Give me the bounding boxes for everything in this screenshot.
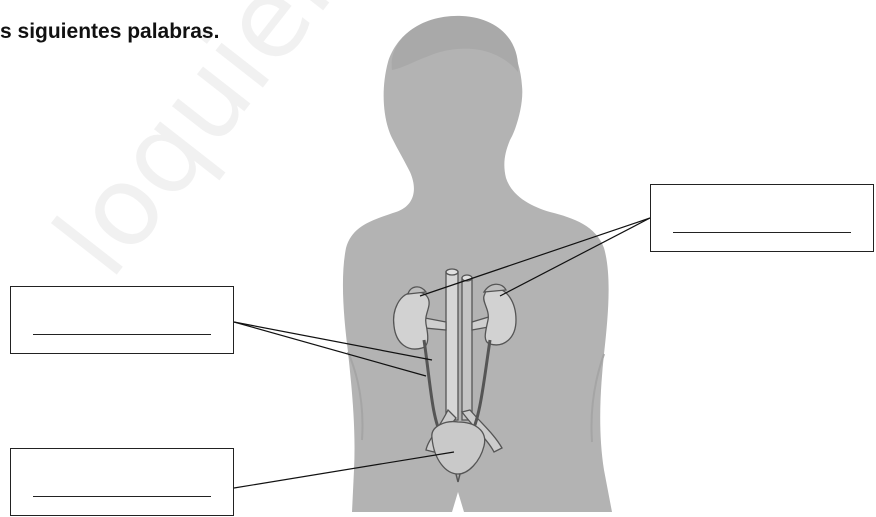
answer-line[interactable]: [673, 232, 851, 233]
label-box-kidneys[interactable]: [650, 184, 874, 252]
answer-line[interactable]: [33, 334, 211, 335]
vena-cava: [462, 278, 472, 420]
aorta-top: [446, 269, 458, 275]
aorta: [446, 272, 458, 420]
label-box-bladder[interactable]: [10, 448, 234, 516]
label-box-ureters[interactable]: [10, 286, 234, 354]
instruction-text: s siguientes palabras.: [0, 20, 219, 44]
answer-line[interactable]: [33, 496, 211, 497]
